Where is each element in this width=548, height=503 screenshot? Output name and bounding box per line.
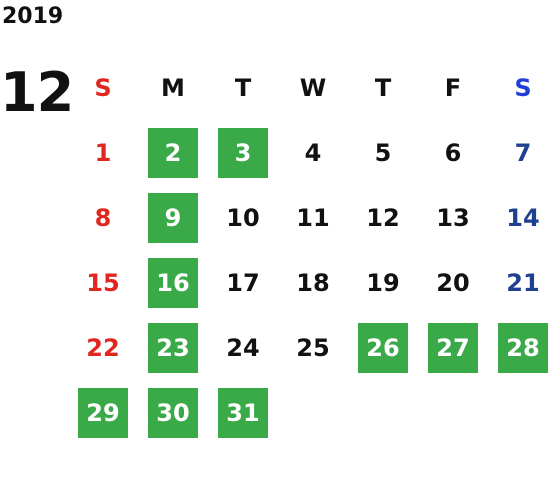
day-number: 12: [366, 203, 400, 232]
day-cell[interactable]: 13: [418, 185, 488, 250]
day-number: 5: [374, 138, 392, 167]
day-number: 6: [444, 138, 462, 167]
day-cell[interactable]: 22: [68, 315, 138, 380]
weekday-label: M: [161, 73, 185, 102]
weekday-label: F: [444, 73, 462, 102]
day-number: 31: [218, 387, 268, 438]
empty-day-cell: [348, 380, 418, 445]
weekday-header: S: [68, 55, 138, 120]
weekday-header: F: [418, 55, 488, 120]
day-number: 16: [148, 257, 198, 308]
weekday-label: T: [374, 73, 392, 102]
day-cell[interactable]: 8: [68, 185, 138, 250]
day-cell[interactable]: 5: [348, 120, 418, 185]
day-number: 11: [296, 203, 330, 232]
day-cell[interactable]: 17: [208, 250, 278, 315]
day-cell[interactable]: 24: [208, 315, 278, 380]
holiday-day-cell[interactable]: 29: [68, 380, 138, 445]
weekday-header: T: [348, 55, 418, 120]
holiday-day-cell[interactable]: 2: [138, 120, 208, 185]
holiday-day-cell[interactable]: 9: [138, 185, 208, 250]
day-cell[interactable]: 20: [418, 250, 488, 315]
day-cell[interactable]: 18: [278, 250, 348, 315]
weekday-header: S: [488, 55, 548, 120]
day-number: 10: [226, 203, 260, 232]
holiday-day-cell[interactable]: 30: [138, 380, 208, 445]
weekday-header: W: [278, 55, 348, 120]
day-number: 23: [148, 322, 198, 373]
day-number: 24: [226, 333, 260, 362]
holiday-day-cell[interactable]: 27: [418, 315, 488, 380]
day-number: 4: [304, 138, 322, 167]
day-number: 22: [86, 333, 120, 362]
day-number: 8: [94, 203, 112, 232]
empty-day-cell: [278, 380, 348, 445]
day-cell[interactable]: 21: [488, 250, 548, 315]
day-number: 27: [428, 322, 478, 373]
day-cell[interactable]: 11: [278, 185, 348, 250]
holiday-day-cell[interactable]: 23: [138, 315, 208, 380]
empty-day-cell: [418, 380, 488, 445]
day-number: 9: [148, 192, 198, 243]
day-number: 30: [148, 387, 198, 438]
weekday-label: T: [234, 73, 252, 102]
day-number: 15: [86, 268, 120, 297]
day-number: 28: [498, 322, 548, 373]
day-cell[interactable]: 7: [488, 120, 548, 185]
day-number: 29: [78, 387, 128, 438]
day-cell[interactable]: 19: [348, 250, 418, 315]
day-number: 2: [148, 127, 198, 178]
weekday-header: M: [138, 55, 208, 120]
weekday-label: S: [514, 73, 532, 102]
day-cell[interactable]: 1: [68, 120, 138, 185]
day-cell[interactable]: 6: [418, 120, 488, 185]
day-cell[interactable]: 10: [208, 185, 278, 250]
empty-day-cell: [488, 380, 548, 445]
day-number: 18: [296, 268, 330, 297]
day-cell[interactable]: 12: [348, 185, 418, 250]
holiday-day-cell[interactable]: 28: [488, 315, 548, 380]
day-number: 19: [366, 268, 400, 297]
day-cell[interactable]: 25: [278, 315, 348, 380]
weekday-label: S: [94, 73, 112, 102]
weekday-header: T: [208, 55, 278, 120]
day-cell[interactable]: 4: [278, 120, 348, 185]
day-number: 20: [436, 268, 470, 297]
holiday-day-cell[interactable]: 31: [208, 380, 278, 445]
holiday-day-cell[interactable]: 16: [138, 250, 208, 315]
holiday-day-cell[interactable]: 26: [348, 315, 418, 380]
day-number: 26: [358, 322, 408, 373]
day-cell[interactable]: 15: [68, 250, 138, 315]
day-number: 3: [218, 127, 268, 178]
day-number: 13: [436, 203, 470, 232]
year-label: 2019: [2, 4, 64, 29]
holiday-day-cell[interactable]: 3: [208, 120, 278, 185]
day-cell[interactable]: 14: [488, 185, 548, 250]
day-number: 14: [506, 203, 540, 232]
day-number: 25: [296, 333, 330, 362]
day-number: 7: [514, 138, 532, 167]
day-number: 21: [506, 268, 540, 297]
day-number: 1: [94, 138, 112, 167]
month-number: 12: [0, 61, 74, 124]
day-number: 17: [226, 268, 260, 297]
weekday-label: W: [299, 73, 327, 102]
